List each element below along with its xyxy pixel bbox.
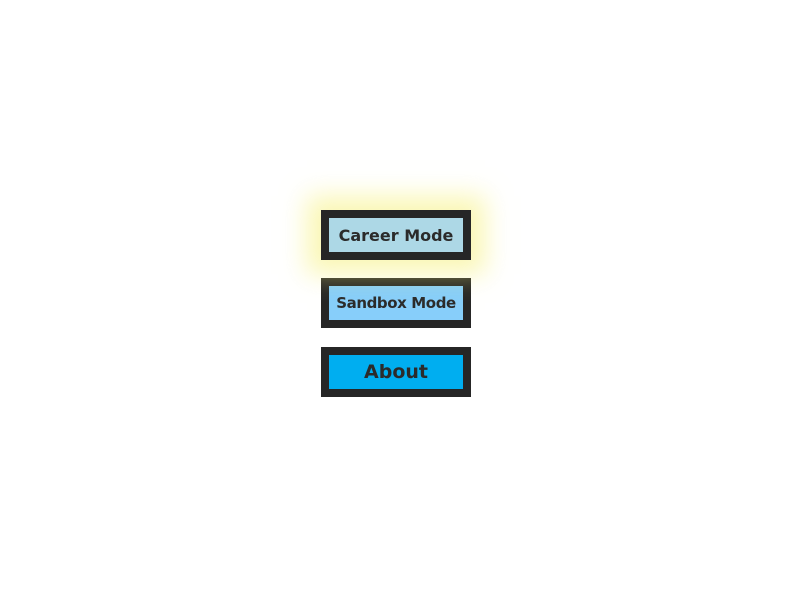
about-button[interactable]: About [321,347,471,397]
career-mode-button[interactable]: Career Mode [321,210,471,260]
sandbox-mode-button[interactable]: Sandbox Mode [321,278,471,328]
